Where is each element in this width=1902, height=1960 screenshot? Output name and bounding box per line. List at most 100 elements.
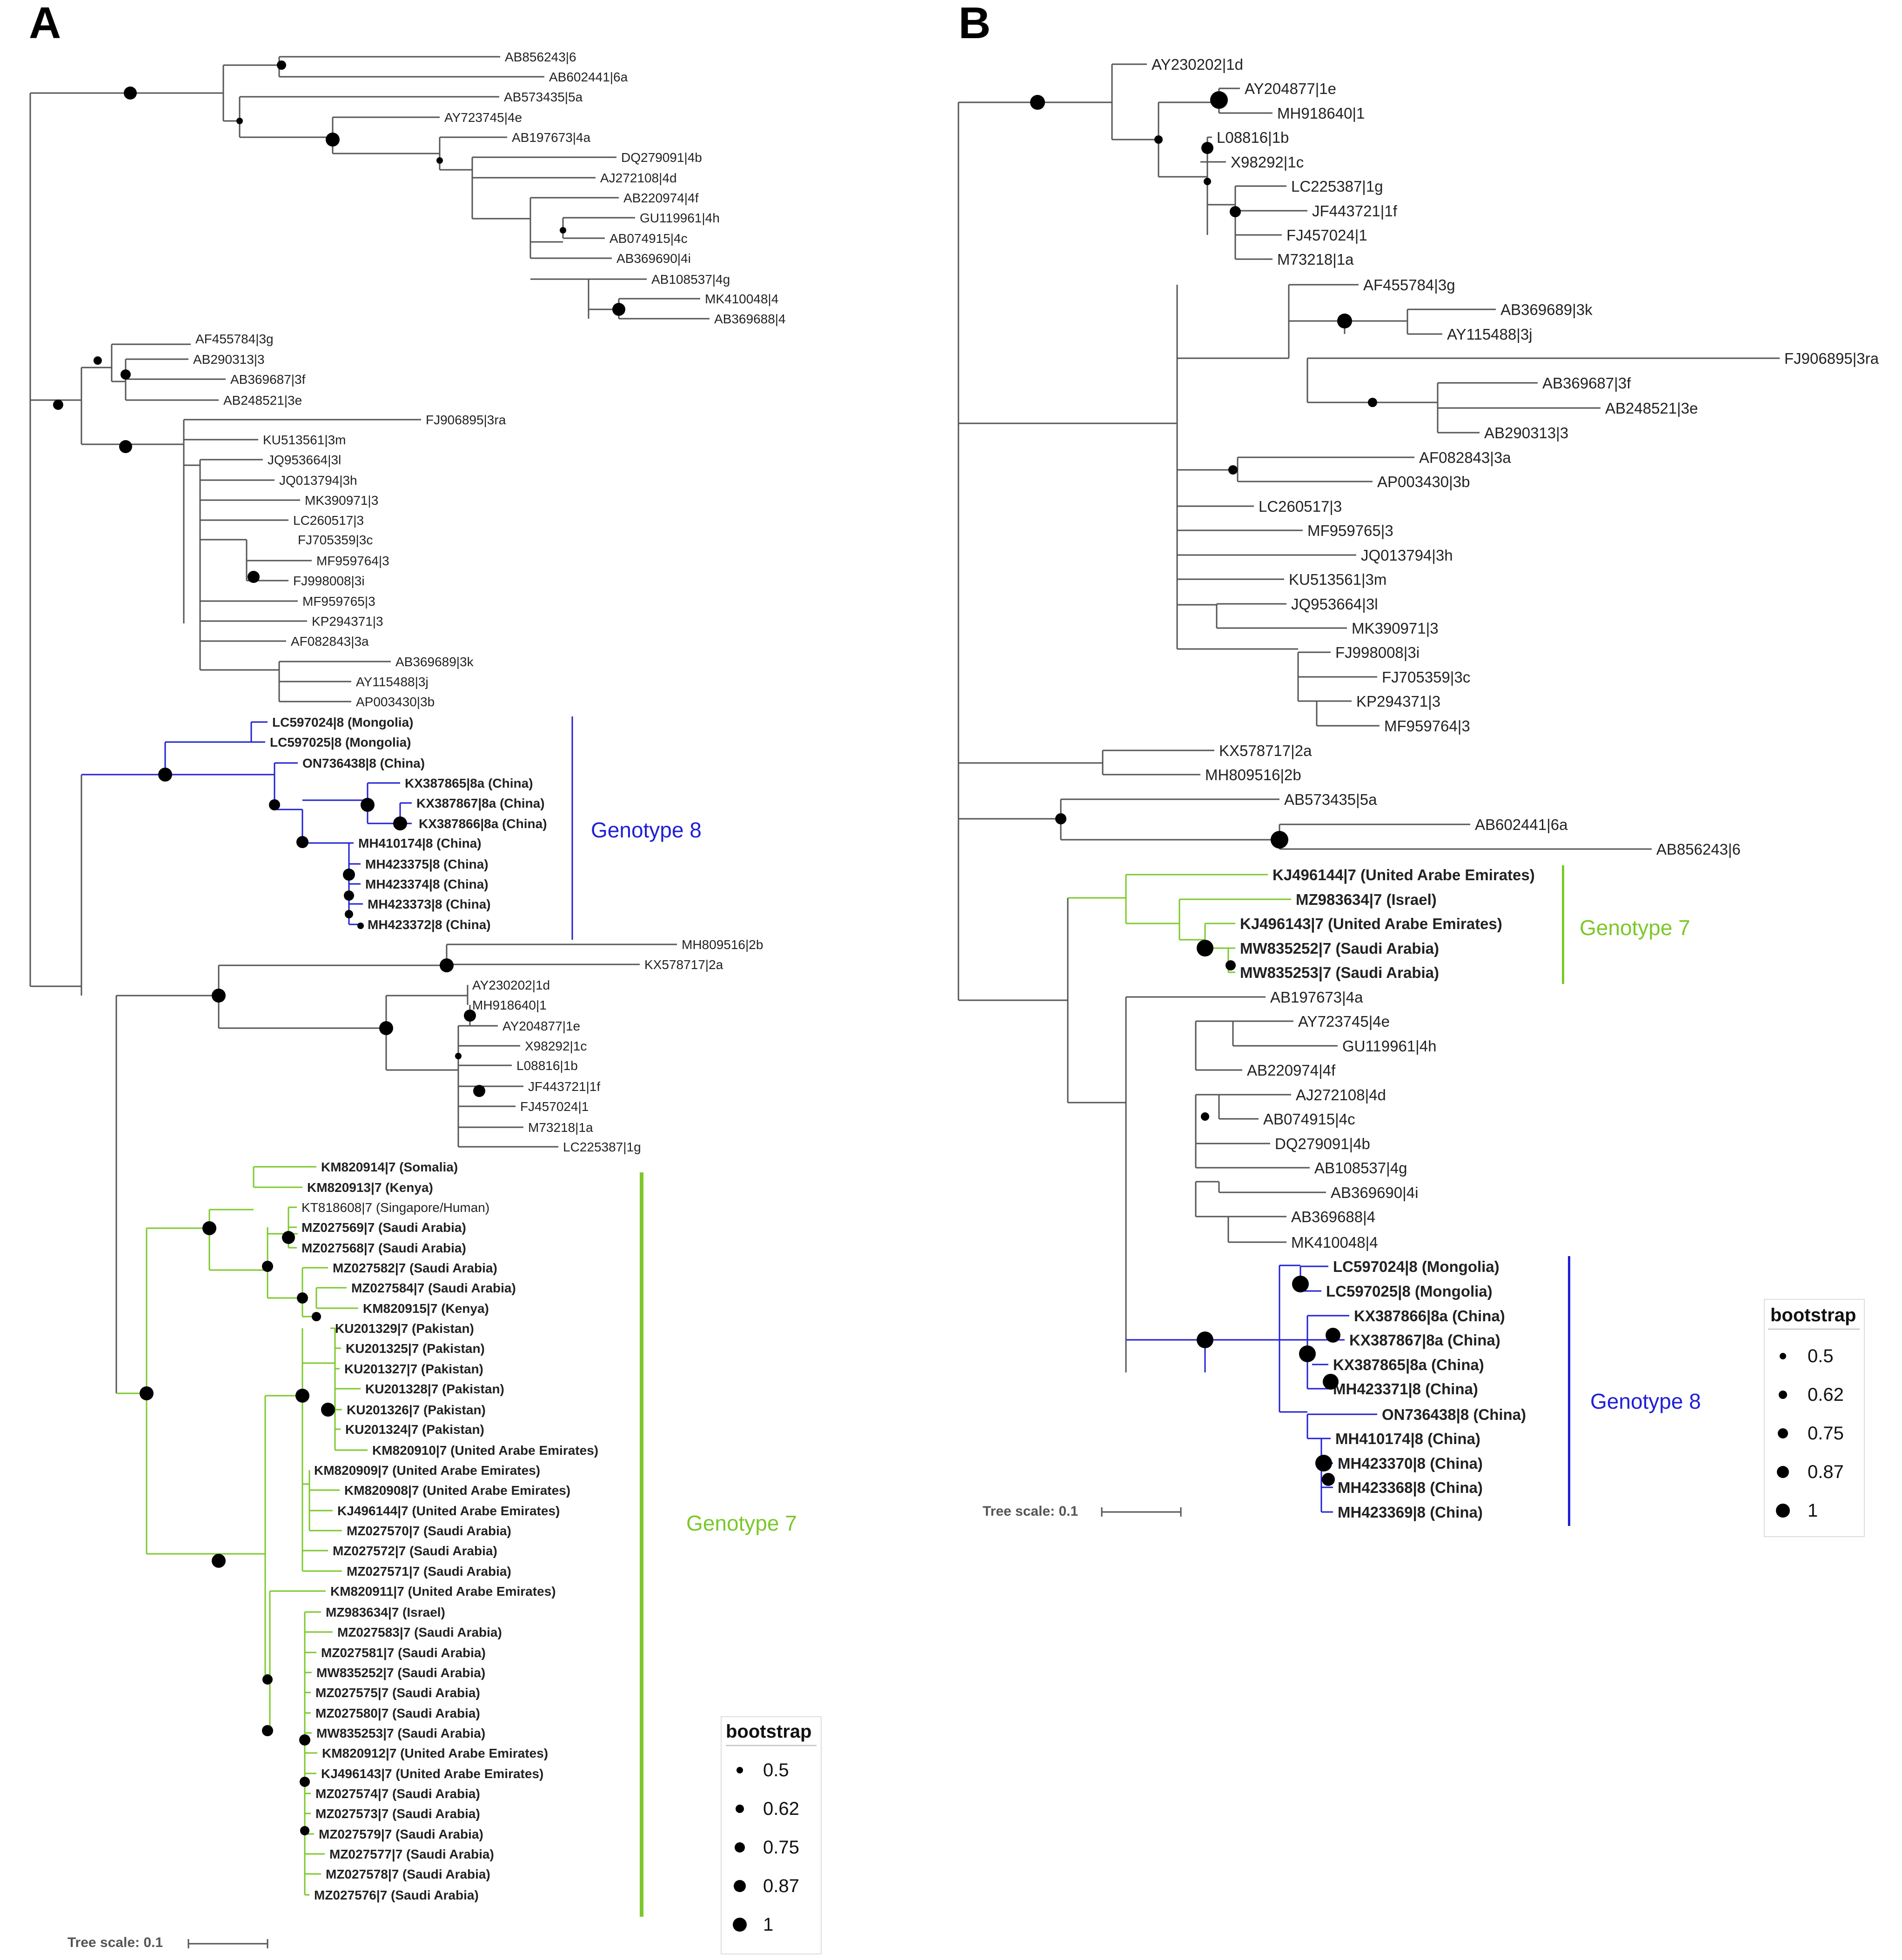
leaf-label: MZ027580|7 (Saudi Arabia)	[315, 1706, 480, 1720]
leaf-label: LC597024|8 (Mongolia)	[1333, 1258, 1500, 1275]
leaf-label: JQ013794|3h	[1361, 547, 1453, 564]
leaf-label: AB290313|3	[193, 352, 265, 367]
bootstrap-node-dot	[212, 1554, 226, 1568]
leaf-label: MH809516|2b	[1205, 766, 1301, 783]
bootstrap-node-dot	[1230, 206, 1241, 217]
genotype-8-label: Genotype 8	[1590, 1389, 1701, 1413]
leaf-label: MZ027572|7 (Saudi Arabia)	[333, 1544, 497, 1558]
bootstrap-node-dot	[440, 958, 454, 972]
leaf-label: LC225387|1g	[1291, 178, 1383, 195]
bootstrap-node-dot	[1780, 1353, 1786, 1359]
bootstrap-node-dot	[733, 1918, 747, 1932]
leaf-label: KM820911|7 (United Arabe Emirates)	[330, 1584, 556, 1599]
leaf-label: LC597025|8 (Mongolia)	[1326, 1283, 1493, 1300]
bootstrap-node-dot	[202, 1221, 216, 1235]
bootstrap-node-dot	[321, 1403, 335, 1417]
bootstrap-node-dot	[1228, 465, 1238, 475]
leaf-label: FJ457024|1	[1286, 227, 1367, 244]
tree-scale-label: Tree scale: 0.1	[67, 1935, 163, 1950]
leaf-label: MF959764|3	[1384, 717, 1470, 735]
leaf-label: AF082843|3a	[291, 634, 369, 649]
leaf-label: JQ953664|3l	[268, 453, 341, 467]
leaf-label: AB369689|3k	[1500, 301, 1593, 318]
leaf-label: AB108537|4g	[1314, 1159, 1407, 1177]
bootstrap-node-dot	[1226, 960, 1236, 970]
leaf-label: X98292|1c	[1231, 154, 1304, 171]
leaf-label: AB602441|6a	[1475, 816, 1568, 833]
leaf-label: AY723745|4e	[444, 110, 522, 125]
bootstrap-node-dot	[393, 816, 407, 830]
legend-value: 1	[763, 1914, 773, 1935]
leaf-label: JQ013794|3h	[279, 473, 357, 488]
leaf-label: AY230202|1d	[1152, 56, 1243, 73]
bootstrap-node-dot	[736, 1805, 744, 1813]
legend-value: 0.5	[1808, 1346, 1834, 1366]
bootstrap-node-dot	[300, 1826, 309, 1835]
leaf-label: X98292|1c	[525, 1039, 587, 1053]
legend-value: 0.87	[763, 1876, 799, 1896]
leaf-label: ON736438|8 (China)	[302, 756, 425, 770]
tree-scale-label: Tree scale: 0.1	[983, 1504, 1078, 1519]
leaf-label: AB369689|3k	[395, 655, 474, 669]
leaf-label: KX387865|8a (China)	[1333, 1356, 1484, 1373]
leaf-label: AB197673|4a	[1270, 989, 1363, 1006]
bootstrap-node-dot	[1368, 398, 1377, 407]
bootstrap-node-dot	[1299, 1345, 1316, 1362]
bootstrap-node-dot	[1326, 1328, 1340, 1343]
leaf-label: MZ027568|7 (Saudi Arabia)	[301, 1241, 466, 1255]
bootstrap-node-dot	[295, 1389, 309, 1403]
bootstrap-node-dot	[282, 1231, 295, 1244]
leaf-label: AB290313|3	[1484, 424, 1568, 442]
leaf-label: MZ027579|7 (Saudi Arabia)	[319, 1827, 483, 1841]
bootstrap-node-dot	[464, 1010, 476, 1022]
leaf-label: MF959765|3	[302, 594, 375, 609]
bootstrap-node-dot	[1778, 1428, 1788, 1438]
leaf-label: MH410174|8 (China)	[358, 836, 482, 850]
leaf-label: AY204877|1e	[1245, 80, 1336, 97]
leaf-label: AB573435|5a	[1284, 791, 1377, 808]
bootstrap-node-dot	[1154, 135, 1163, 144]
leaf-label: MH423372|8 (China)	[368, 917, 491, 932]
leaf-label: KM820910|7 (United Arabe Emirates)	[372, 1443, 598, 1458]
leaf-label: MH423369|8 (China)	[1338, 1504, 1483, 1521]
leaf-label: AB573435|5a	[504, 90, 583, 104]
bootstrap-node-dot	[361, 798, 375, 812]
bootstrap-node-dot	[119, 440, 132, 453]
bootstrap-node-dot	[248, 571, 260, 583]
bootstrap-node-dot	[1315, 1455, 1332, 1472]
leaf-label: FJ906895|3ra	[1784, 350, 1879, 367]
leaf-label: MZ027570|7 (Saudi Arabia)	[347, 1524, 511, 1538]
bootstrap-node-dot	[312, 1312, 321, 1321]
legend-value: 0.87	[1808, 1462, 1844, 1482]
leaf-label: AY723745|4e	[1298, 1013, 1390, 1030]
leaf-label: MZ027573|7 (Saudi Arabia)	[315, 1806, 480, 1821]
leaf-label: AY115488|3j	[356, 675, 429, 689]
leaf-label: GU119961|4h	[1342, 1037, 1436, 1055]
leaf-label: MZ027582|7 (Saudi Arabia)	[333, 1261, 497, 1275]
bootstrap-node-dot	[1055, 813, 1066, 824]
bootstrap-node-dot	[1776, 1504, 1790, 1518]
leaf-label: AJ272108|4d	[1296, 1086, 1386, 1104]
leaf-label: FJ705359|3c	[298, 533, 373, 547]
bootstrap-node-dot	[53, 400, 63, 410]
bootstrap-node-dot	[1323, 1374, 1339, 1390]
bootstrap-node-dot	[296, 836, 308, 848]
leaf-label: MH423373|8 (China)	[368, 897, 491, 911]
leaf-label: MZ027575|7 (Saudi Arabia)	[315, 1686, 480, 1700]
leaf-label: MH423370|8 (China)	[1338, 1455, 1483, 1472]
leaf-label: AB220974|4f	[1247, 1062, 1336, 1079]
bootstrap-node-dot	[345, 910, 353, 918]
leaf-label: AB369687|3f	[230, 372, 306, 387]
genotype-8-label: Genotype 8	[591, 818, 702, 842]
leaf-label: AB074915|4c	[1263, 1110, 1355, 1128]
bootstrap-node-dot	[297, 1292, 308, 1304]
bootstrap-node-dot	[94, 356, 102, 365]
bootstrap-node-dot	[1210, 91, 1228, 109]
legend-value: 0.5	[763, 1760, 789, 1780]
panel-letter: B	[958, 0, 991, 48]
bootstrap-node-dot	[1337, 314, 1352, 328]
leaf-label: AB856243|6	[1656, 841, 1741, 858]
leaf-label: AP003430|3b	[356, 695, 435, 709]
